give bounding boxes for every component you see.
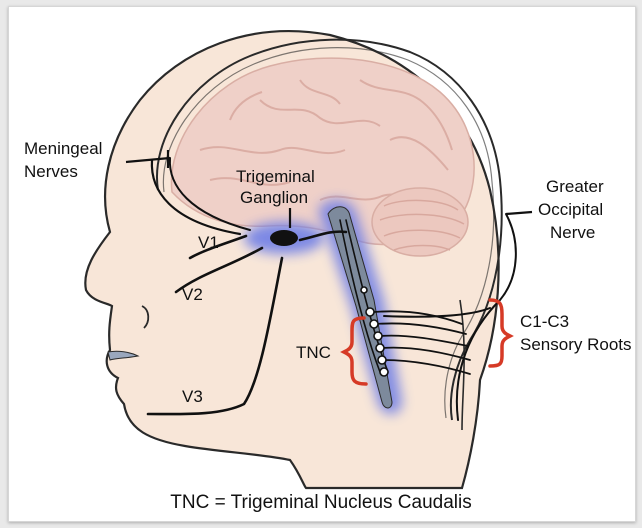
ganglion-label-line1: Trigeminal	[236, 167, 315, 186]
figure-caption: TNC = Trigeminal Nucleus Caudalis	[0, 492, 642, 514]
ganglion-label-line2: Ganglion	[240, 188, 308, 207]
tnc-label: TNC	[296, 343, 331, 362]
meningeal-label-line1: Meningeal	[24, 139, 102, 158]
roots-label-line1: C1-C3	[520, 312, 569, 331]
v1-label: V1	[198, 233, 219, 252]
trigeminal-ganglion-node	[270, 230, 298, 246]
v2-label: V2	[182, 285, 203, 304]
roots-label-line2: Sensory Roots	[520, 335, 632, 354]
occipital-label-line3: Nerve	[550, 223, 595, 242]
v3-label: V3	[182, 387, 203, 406]
occipital-label-line1: Greater	[546, 177, 604, 196]
occipital-label-line2: Occipital	[538, 200, 603, 219]
meningeal-label-line2: Nerves	[24, 162, 78, 181]
